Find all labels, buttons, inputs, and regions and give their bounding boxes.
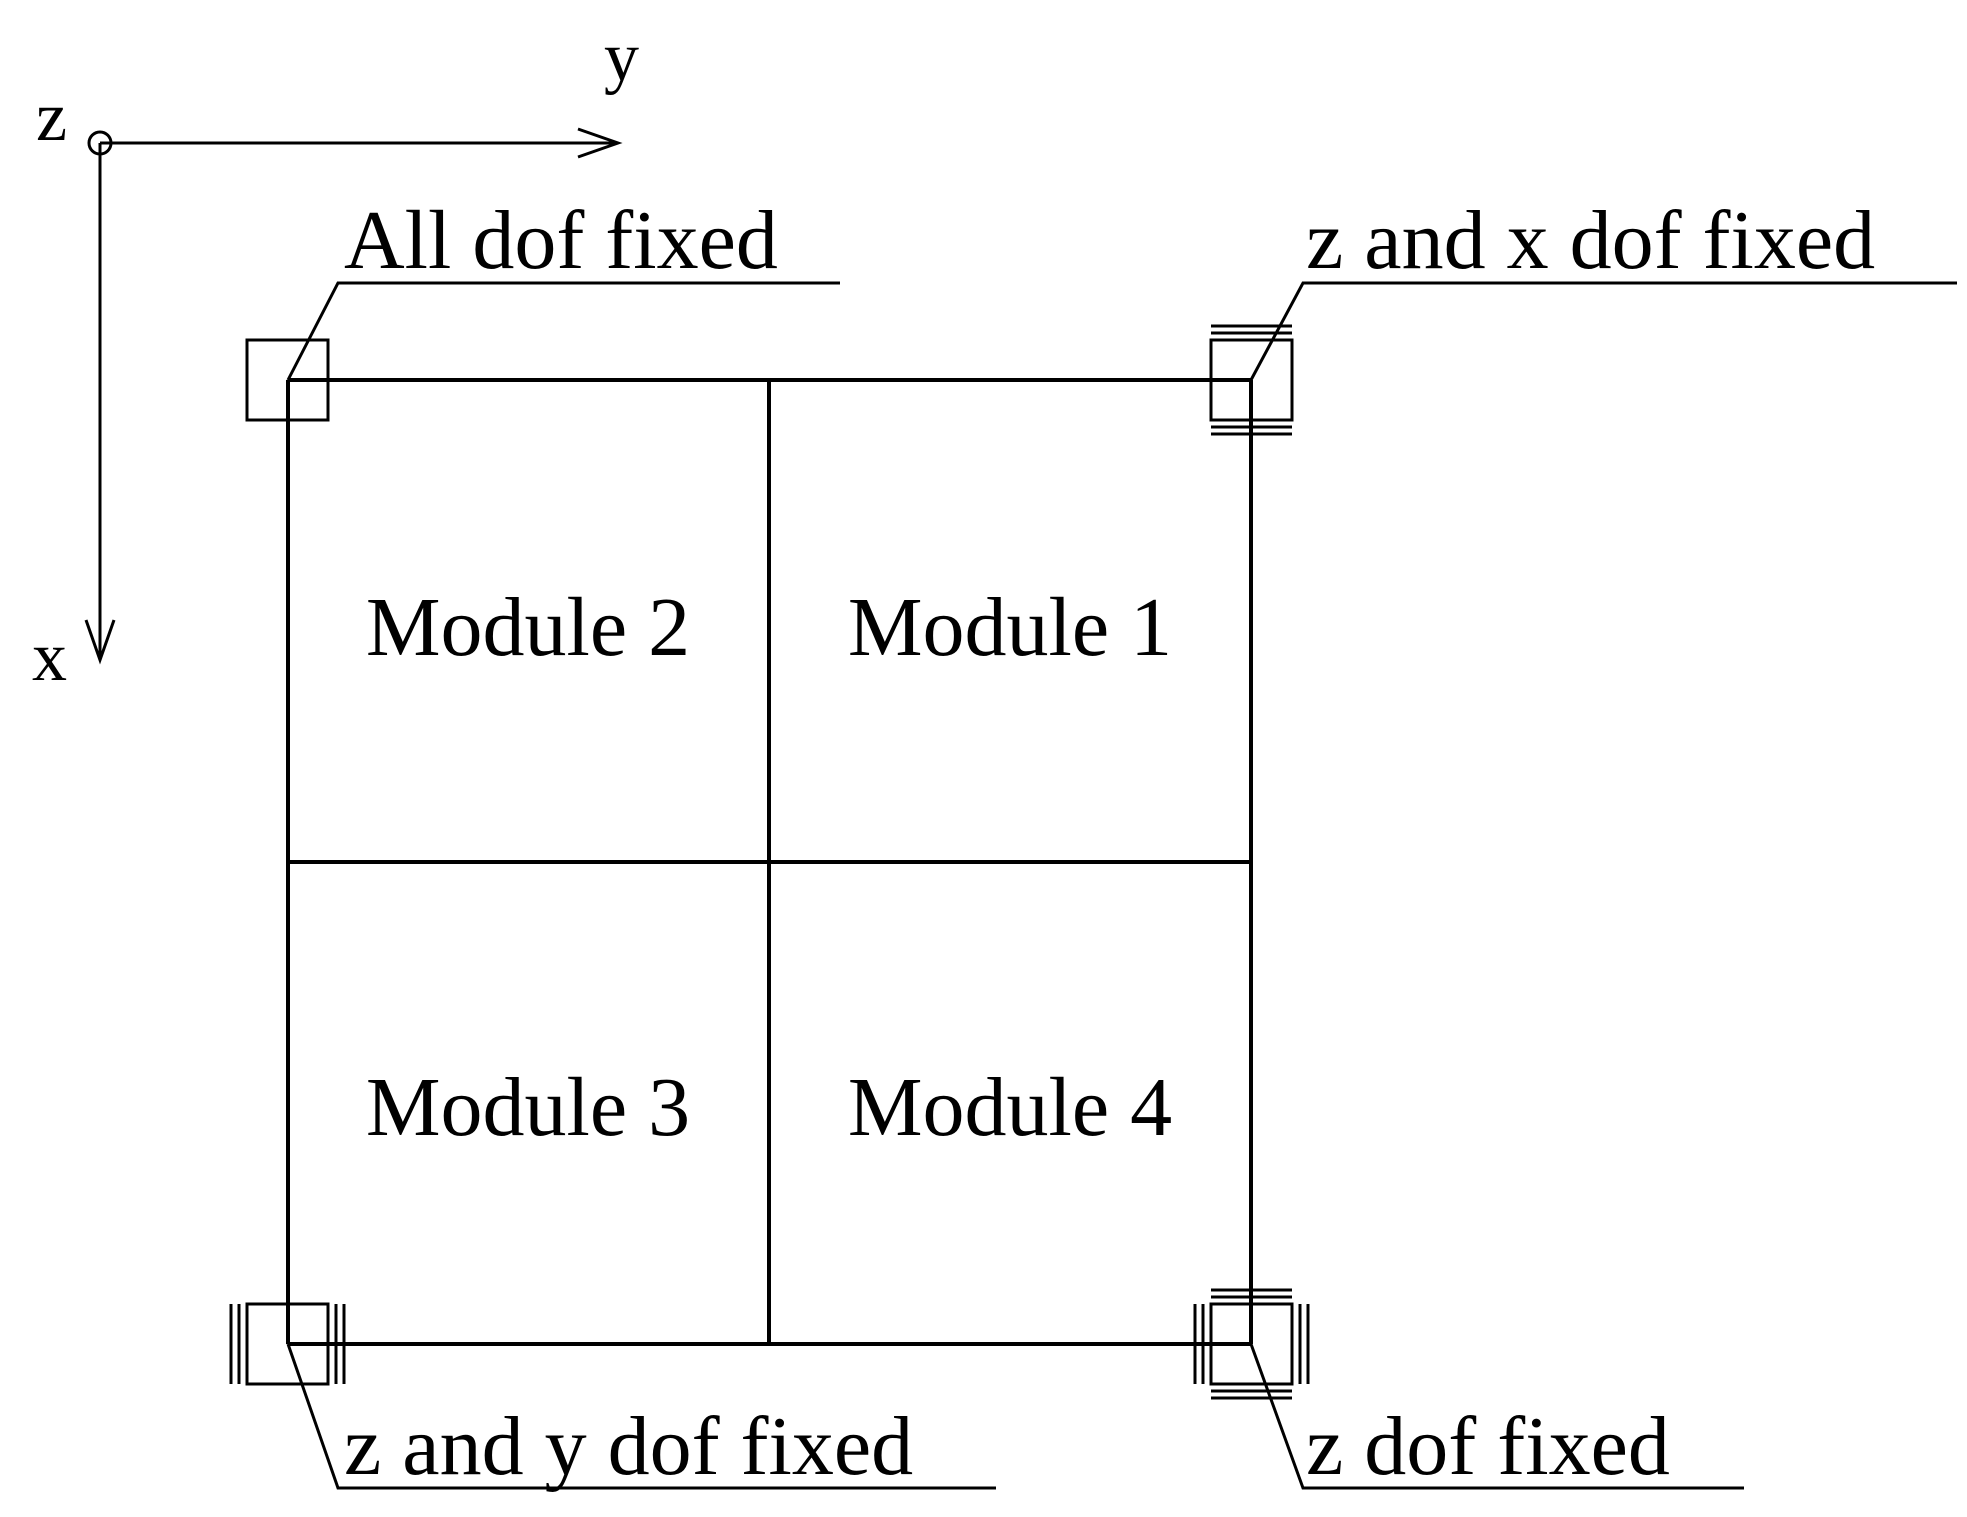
support-top-left: All dof fixed <box>245 194 840 422</box>
support-top-left-box <box>245 338 330 422</box>
support-top-right-box <box>1209 338 1294 422</box>
z-axis-label: z <box>36 79 67 156</box>
module-4-label: Module 4 <box>848 1061 1172 1154</box>
support-bottom-right-label: z dof fixed <box>1306 1400 1670 1493</box>
x-axis-arrowhead <box>84 619 116 665</box>
y-axis-label: y <box>604 19 639 96</box>
support-bottom-left-label: z and y dof fixed <box>344 1400 913 1493</box>
module-1-label: Module 1 <box>848 581 1172 674</box>
support-top-right: z and x dof fixed <box>1209 194 1957 436</box>
support-top-left-label: All dof fixed <box>344 194 778 287</box>
module-2-label: Module 2 <box>366 581 690 674</box>
x-axis-label: x <box>32 619 67 696</box>
y-axis-arrowhead <box>577 127 623 159</box>
support-bottom-left: z and y dof fixed <box>229 1302 996 1493</box>
module-grid: Module 2 Module 1 Module 3 Module 4 <box>286 378 1253 1346</box>
support-bottom-right: z dof fixed <box>1193 1288 1744 1493</box>
support-top-right-label: z and x dof fixed <box>1306 194 1875 287</box>
support-top-left-leader <box>286 281 840 381</box>
support-bottom-left-box <box>245 1302 330 1386</box>
support-bottom-right-leader <box>1249 1343 1744 1490</box>
support-bottom-right-box <box>1209 1302 1294 1386</box>
support-top-right-leader <box>1249 281 1957 381</box>
coordinate-system: z y x <box>32 19 639 696</box>
support-bottom-left-leader <box>286 1343 996 1490</box>
module-3-label: Module 3 <box>366 1061 690 1154</box>
